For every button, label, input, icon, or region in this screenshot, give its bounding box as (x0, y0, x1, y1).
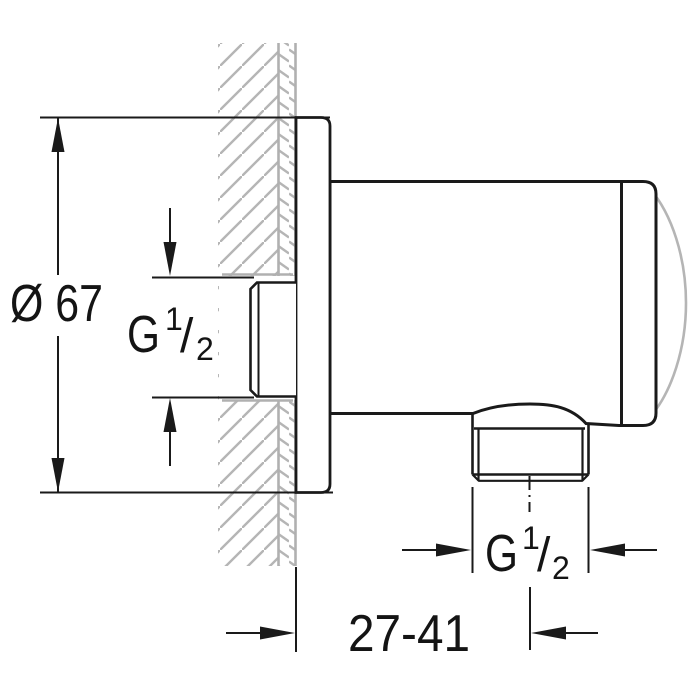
outlet-thread-label-denominator: 2 (552, 550, 570, 586)
outlet-thread-label: G 1 / 2 (485, 520, 570, 586)
distance-range-label: 27-41 (348, 605, 470, 663)
arrowhead-right (436, 543, 471, 557)
outlet-chamfer-left (471, 473, 480, 482)
wall-flange (294, 116, 332, 494)
dimension-wall-thread (152, 208, 254, 466)
outlet-thread-fitting (471, 413, 590, 512)
wall-thread-label-numerator: 1 (165, 301, 183, 337)
dimension-wall-to-outlet-distance (226, 567, 598, 652)
arrowhead-down (51, 458, 65, 492)
outlet-thread-label-slash: / (537, 529, 551, 582)
arrowhead-left (590, 543, 625, 557)
wall-thread-label-denominator: 2 (196, 331, 214, 367)
dimension-outlet-thread (402, 487, 657, 573)
valve-body (328, 180, 658, 427)
flange-diameter-label: Ø 67 (10, 275, 103, 333)
outlet-chamfer-right (581, 473, 590, 482)
wall-thread-outline (249, 281, 296, 398)
wall-thread-fitting (249, 281, 296, 398)
arrowhead-right (260, 626, 295, 640)
wall-thread-label: G 1 / 2 (127, 301, 214, 367)
arrowhead-up (163, 398, 177, 432)
wall-thread-label-slash: / (180, 310, 194, 363)
body-end-cap-dome-arc (649, 188, 688, 418)
dimension-flange-diameter (40, 116, 333, 494)
outlet-thread-label-numerator: 1 (522, 520, 540, 556)
outlet-fitting-underlay (472, 413, 589, 481)
valve-body-outline (328, 180, 658, 427)
arrowhead-up (51, 118, 65, 152)
arrowhead-down (163, 242, 177, 276)
arrowhead-left (531, 626, 566, 640)
wall-thread-label-prefix: G (127, 306, 160, 364)
outlet-thread-label-prefix: G (485, 525, 518, 583)
